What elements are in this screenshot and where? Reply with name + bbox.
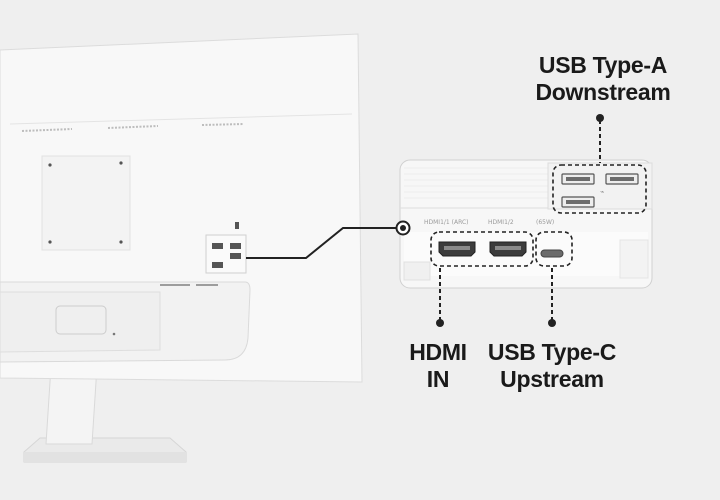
usb-a-ports: ⌁ [561,173,639,208]
vesa-mount [41,155,131,251]
usbc-marking: (65W) [536,219,554,226]
hdmi-in-label: HDMI IN [400,339,476,393]
usb-type-c-label: USB Type-C Upstream [476,339,628,393]
monitor-usb-cluster [205,234,247,274]
svg-text:⌁: ⌁ [600,188,604,196]
hdmi1-marking: HDMI1/1 (ARC) [424,219,469,226]
monitor-back [0,33,363,383]
callout-lines [246,120,601,322]
usb-a-highlight [552,164,647,214]
connector-line [246,227,402,259]
port-panel-zoom: ⌁ HDMI1/1 (ARC) HDMI1/2 (65W) [399,159,653,289]
hdmi-in-line1: HDMI [409,339,467,365]
usb-c-highlight [535,231,573,267]
usb-type-c-line1: USB Type-C [487,339,617,365]
usb-c-port [540,249,564,258]
usb-type-a-line1: USB Type-A [538,52,668,78]
hdmi2-marking: HDMI1/2 [488,219,514,226]
usb-type-c-line2: Upstream [500,366,604,392]
callout-dots [395,114,604,327]
vent-slits [21,123,245,132]
highlight-boxes [430,164,647,267]
usb-type-a-label: USB Type-A Downstream [518,52,688,106]
hdmi-in-line2: IN [426,366,450,392]
hdmi-highlight [430,231,534,267]
hdmi-ports [438,241,527,257]
usb-type-a-line2: Downstream [535,79,671,105]
